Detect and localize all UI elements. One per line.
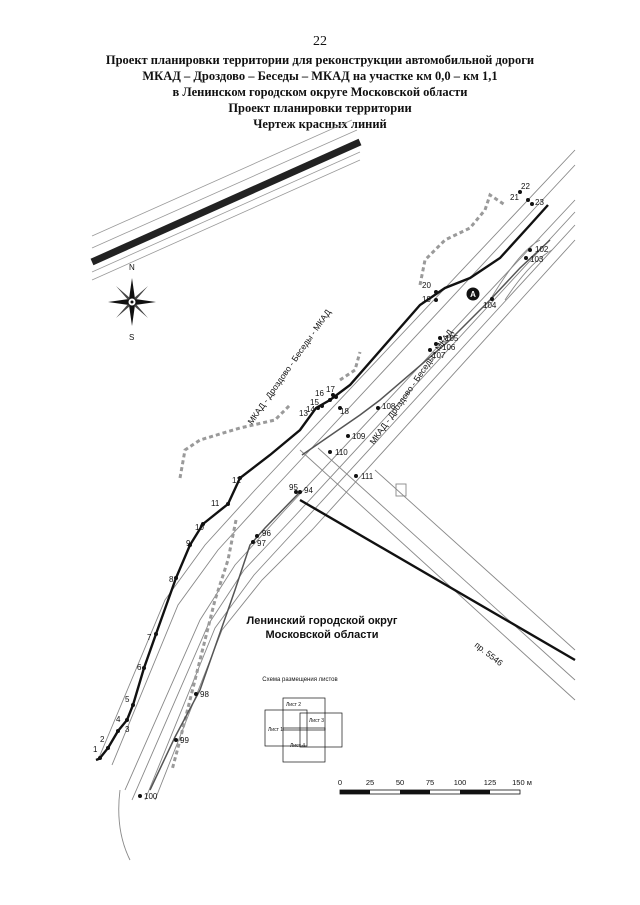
point-label-6: 6 xyxy=(137,663,142,672)
point-label-5: 5 xyxy=(125,695,130,704)
scale-tick-50: 50 xyxy=(396,778,404,787)
scale-tick-75: 75 xyxy=(426,778,434,787)
title-line-2: МКАД – Дроздово – Беседы – МКАД на участ… xyxy=(142,69,498,83)
point-label-100: 100 xyxy=(144,792,158,801)
point-label-105: 105 xyxy=(445,334,459,343)
north-label: N xyxy=(129,263,135,272)
scale-tick-25: 25 xyxy=(366,778,374,787)
point-label-109: 109 xyxy=(352,432,366,441)
point-labels: 1 2 3 4 5 6 7 8 9 10 11 12 13 14 15 16 1… xyxy=(93,182,549,801)
south-label: S xyxy=(129,333,134,342)
highway-band xyxy=(90,119,362,281)
point-label-102: 102 xyxy=(535,245,549,254)
point-label-98: 98 xyxy=(200,690,209,699)
point-label-23: 23 xyxy=(535,198,544,207)
point-label-107: 107 xyxy=(432,351,446,360)
district-label-line2: Московской области xyxy=(265,629,378,641)
red-lines-secondary xyxy=(149,239,551,791)
scale-tick-100: 100 xyxy=(454,778,467,787)
point-label-19: 19 xyxy=(422,295,431,304)
point-label-13: 13 xyxy=(299,409,308,418)
scale-tick-125: 125 xyxy=(484,778,497,787)
compass-rose-icon xyxy=(108,278,156,326)
point-label-11: 11 xyxy=(211,499,220,508)
vertex-points xyxy=(98,190,534,798)
scale-bar xyxy=(339,789,521,795)
point-label-103: 103 xyxy=(530,255,544,264)
point-label-12: 12 xyxy=(232,476,241,485)
sheet-scheme xyxy=(264,697,343,763)
street-label: пр. 5546 xyxy=(473,640,505,668)
point-label-1: 1 xyxy=(93,745,98,754)
point-label-18: 18 xyxy=(340,407,349,416)
point-label-3: 3 xyxy=(125,725,130,734)
title-line-4: Проект планировки территории xyxy=(228,101,412,115)
sheet-scheme-title: Схема размещения листов xyxy=(262,677,337,683)
point-label-7: 7 xyxy=(147,633,152,642)
title-line-5: Чертеж красных линий xyxy=(253,117,387,131)
point-label-108: 108 xyxy=(382,402,396,411)
territory-boundary xyxy=(170,192,506,771)
scale-tick-0: 0 xyxy=(338,778,342,787)
point-label-8: 8 xyxy=(169,575,174,584)
point-label-95: 95 xyxy=(289,483,298,492)
point-label-104: 104 xyxy=(483,301,497,310)
point-label-110: 110 xyxy=(335,448,348,457)
point-label-9: 9 xyxy=(186,539,191,548)
district-label-line1: Ленинский городской округ xyxy=(247,615,398,627)
point-label-15: 15 xyxy=(310,398,319,407)
scale-tick-150: 150 м xyxy=(512,778,532,787)
point-label-21: 21 xyxy=(510,193,519,202)
point-label-106: 106 xyxy=(442,343,456,352)
title-line-1: Проект планировки территории для реконст… xyxy=(105,53,535,67)
title-line-3: в Ленинском городском округе Московской … xyxy=(172,85,468,99)
road-corridor xyxy=(97,149,576,861)
sheet-label-1: Лист 1 xyxy=(268,727,283,733)
point-label-16: 16 xyxy=(315,389,324,398)
point-label-99: 99 xyxy=(180,736,189,745)
point-label-10: 10 xyxy=(195,523,204,532)
title-block: Проект планировки территории для реконст… xyxy=(60,52,580,132)
marker-a: A xyxy=(466,287,480,301)
point-label-111: 111 xyxy=(361,472,374,481)
sheet-label-3: Лист 3 xyxy=(309,718,324,724)
page-number: 22 xyxy=(313,34,327,49)
point-label-4: 4 xyxy=(116,715,121,724)
marker-a-label: A xyxy=(470,290,476,299)
point-label-20: 20 xyxy=(422,281,431,290)
point-label-96: 96 xyxy=(262,529,271,538)
point-label-97: 97 xyxy=(257,539,266,548)
point-label-14: 14 xyxy=(306,405,315,414)
point-label-17: 17 xyxy=(326,385,335,394)
sheet-label-4: Лист 4 xyxy=(290,743,305,749)
point-label-2: 2 xyxy=(100,735,105,744)
sheet-label-2: Лист 2 xyxy=(286,702,301,708)
point-label-94: 94 xyxy=(304,486,313,495)
point-label-22: 22 xyxy=(521,182,530,191)
